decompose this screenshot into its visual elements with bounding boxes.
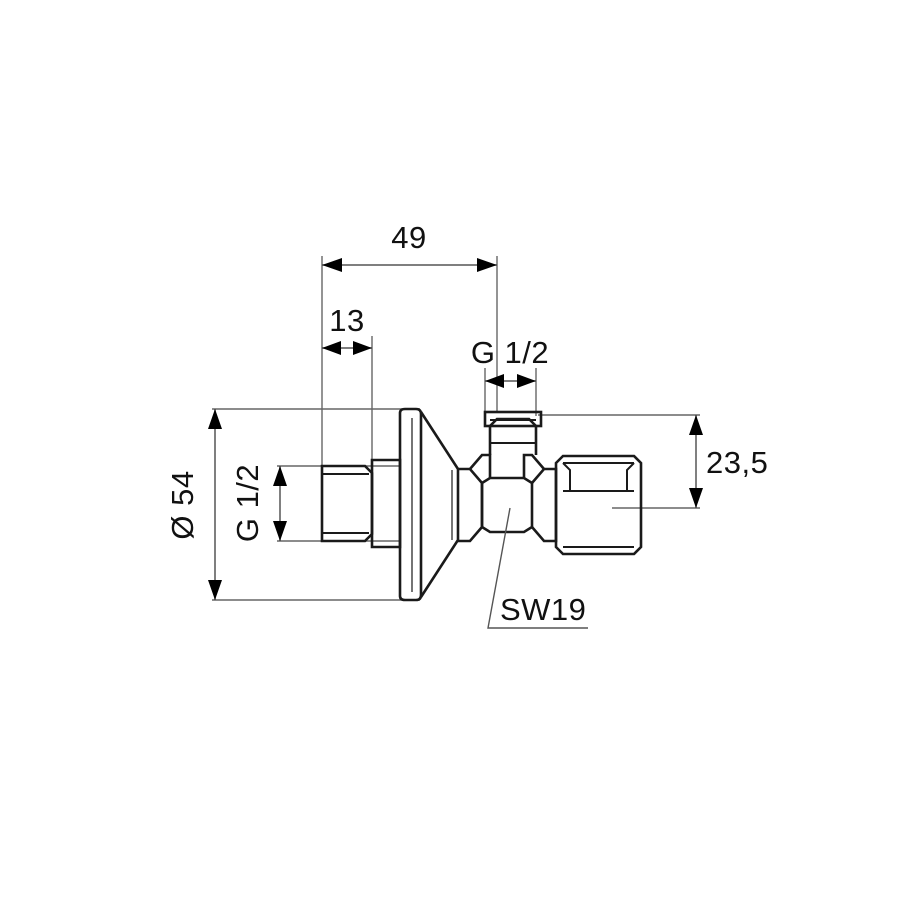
arrow-dia54-top: [208, 409, 222, 429]
arrow-left-thread-bottom: [273, 521, 287, 541]
arrow-49-right: [477, 258, 497, 272]
annotation-label-sw19: SW19: [500, 592, 586, 627]
dimension-flange-diameter: Ø 54: [165, 409, 222, 600]
arrow-235-top: [689, 415, 703, 435]
dim-label-dia54: Ø 54: [165, 470, 200, 539]
dim-label-49: 49: [391, 220, 426, 255]
arrow-13-right: [353, 341, 372, 355]
arrow-top-thread-right: [517, 374, 536, 388]
dimension-outlet-height: 23,5: [689, 415, 768, 508]
arrow-dia54-bottom: [208, 580, 222, 600]
arrow-13-left: [322, 341, 341, 355]
dim-label-top-thread: G 1/2: [471, 335, 549, 370]
arrow-49-left: [322, 258, 342, 272]
top-spigot-thread-band: [483, 410, 543, 428]
leader-line-sw19: [487, 507, 588, 629]
dim-label-13: 13: [329, 303, 364, 338]
body-shoulder-upper-right: [522, 453, 545, 478]
arrow-left-thread-top: [273, 466, 287, 486]
dim-label-left-thread: G 1/2: [230, 464, 265, 542]
valve-body-drawing: [320, 407, 643, 602]
outlet-nut: [554, 454, 643, 556]
flange-cone: [419, 411, 460, 598]
extension-lines: [212, 256, 700, 601]
dimension-left-thread: G 1/2: [230, 464, 287, 542]
arrow-top-thread-left: [485, 374, 504, 388]
nut-detail-right-bevel: [626, 462, 635, 491]
dimension-top-thread: G 1/2: [471, 335, 549, 388]
nut-detail-left-bevel: [562, 462, 571, 491]
annotation-wrench-size: SW19: [487, 507, 588, 629]
arrow-235-bottom: [689, 488, 703, 508]
dimension-thread-length: 13: [322, 303, 372, 355]
dimension-overall-length: 49: [322, 220, 497, 272]
dim-label-235: 23,5: [706, 445, 768, 480]
body-shoulder-upper-left: [469, 453, 492, 478]
